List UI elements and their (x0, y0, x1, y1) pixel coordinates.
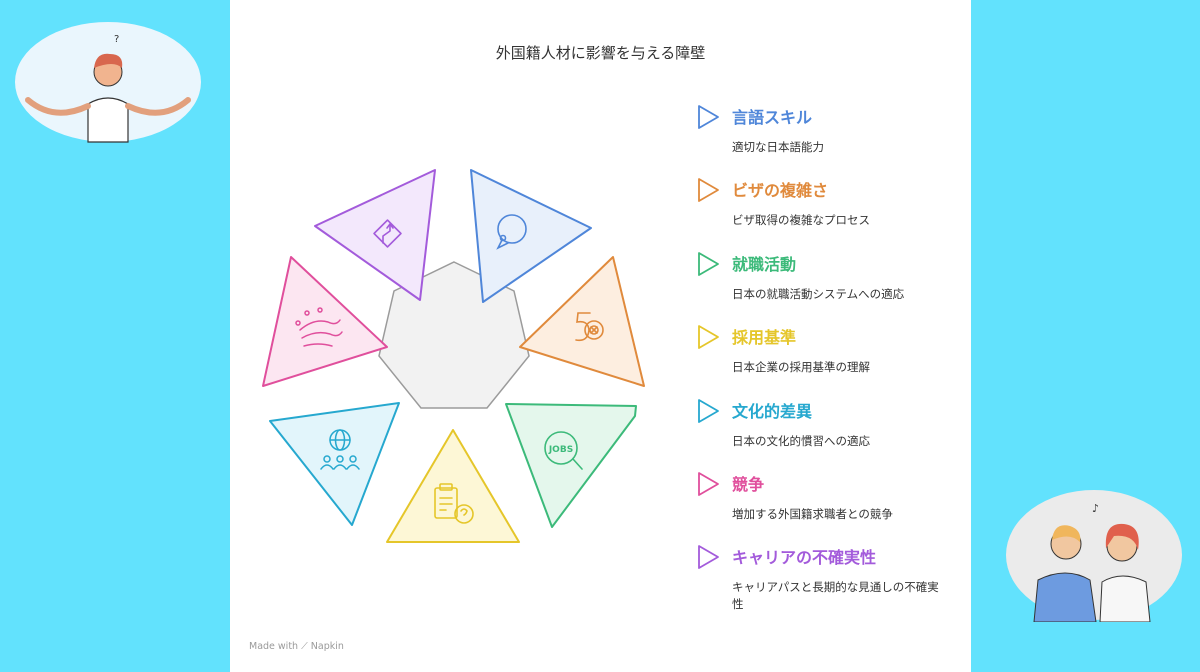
svg-text:JOBS: JOBS (548, 445, 573, 455)
legend-description: ビザ取得の複雑なプロセス (732, 213, 870, 227)
page-title: 外国籍人材に影響を与える障壁 (495, 44, 706, 62)
segment-career[interactable] (314, 169, 436, 301)
legend-title: 就職活動 (732, 255, 797, 274)
segment-language[interactable] (470, 169, 592, 303)
napkin-logo-icon: ⟋ (301, 641, 308, 652)
legend-description: 増加する外国籍求職者との競争 (732, 507, 893, 521)
legend-description: 日本の就職活動システムへの適応 (732, 287, 905, 301)
visa-stamp-icon (575, 312, 604, 342)
winding-road-icon (373, 219, 402, 248)
legend-title: 競争 (732, 475, 765, 494)
svg-text:♪: ♪ (1092, 502, 1099, 515)
thinking-couple-avatar: ♪ (1006, 490, 1182, 622)
legend-description: 日本の文化的慣習への適応 (732, 434, 870, 448)
legend-title: キャリアの不確実性 (732, 548, 877, 567)
play-triangle-icon (698, 325, 719, 349)
legend-description: 日本企業の採用基準の理解 (732, 360, 870, 374)
segment-competition[interactable] (262, 256, 388, 387)
play-triangle-icon (698, 399, 719, 423)
made-with-footer[interactable]: Made with ⟋ Napkin (249, 641, 344, 652)
segment-visa[interactable] (519, 256, 645, 387)
speech-bubble-icon (496, 214, 527, 250)
legend-title: ビザの複雑さ (732, 181, 829, 200)
barrier-diagram: JOBS (262, 169, 645, 543)
globe-people-icon (320, 429, 360, 470)
play-triangle-icon (698, 105, 719, 129)
play-triangle-icon (698, 472, 719, 496)
legend-title: 言語スキル (732, 108, 813, 127)
segment-job-hunting[interactable]: JOBS (505, 403, 637, 528)
legend-description: キャリアパスと長期的な見通しの不確実性 (732, 580, 939, 611)
play-triangle-icon (698, 178, 719, 202)
play-triangle-icon (698, 545, 719, 569)
legend-title: 採用基準 (732, 328, 797, 347)
segment-culture[interactable] (269, 402, 400, 526)
shrugging-person-avatar: ? (15, 22, 201, 143)
play-triangle-icon (698, 252, 719, 276)
legend-description: 適切な日本語能力 (732, 140, 824, 154)
competition-hands-icon (295, 307, 343, 347)
made-with-label: Made with (249, 641, 299, 652)
svg-text:?: ? (114, 34, 119, 45)
legend-title: 文化的差異 (732, 402, 813, 421)
segment-hiring-standards[interactable] (386, 429, 520, 543)
napkin-brand: Napkin (310, 641, 344, 652)
content-panel: 外国籍人材に影響を与える障壁 (230, 0, 971, 672)
clipboard-question-icon (434, 483, 474, 524)
job-search-icon: JOBS (544, 431, 583, 470)
